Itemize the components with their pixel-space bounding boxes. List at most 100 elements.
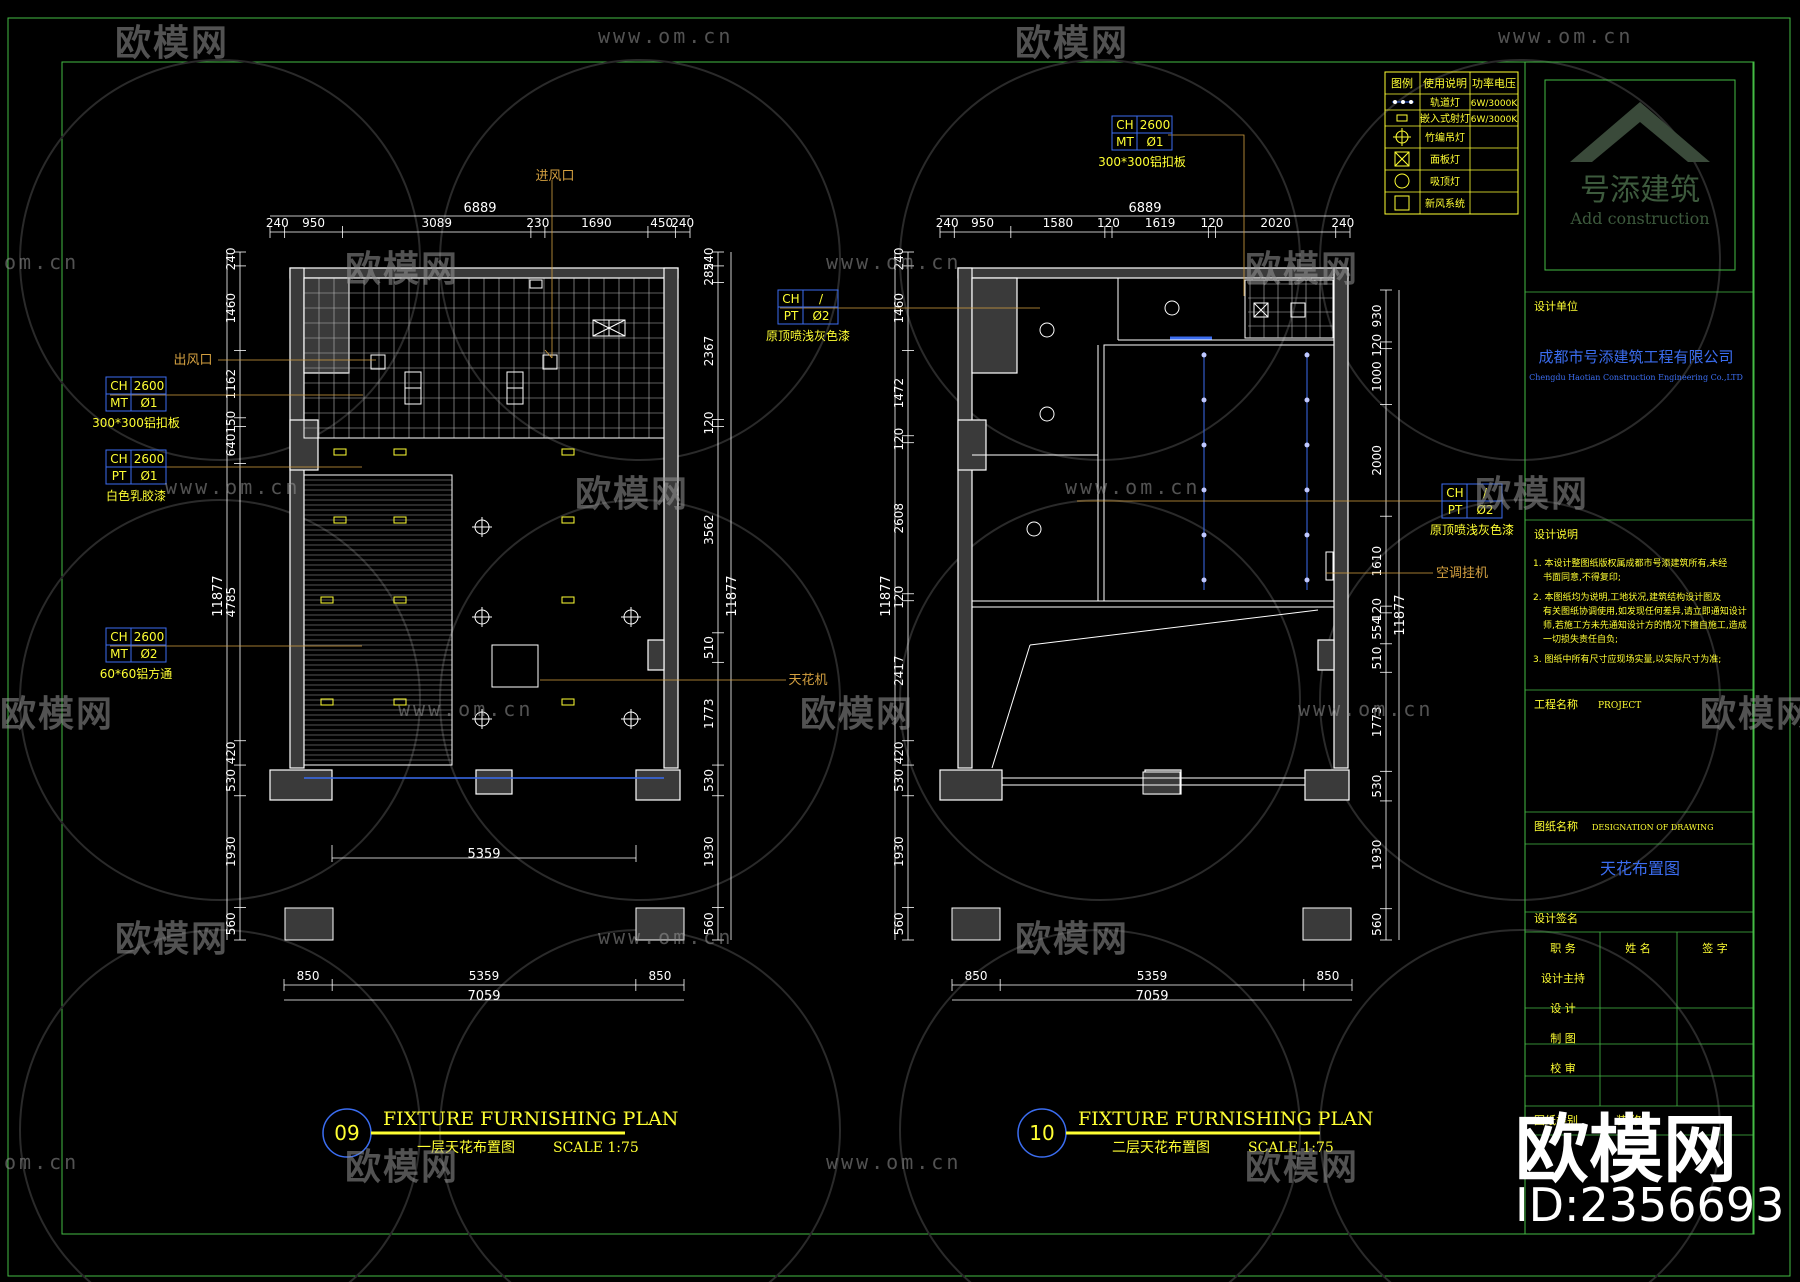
watermark-url: www.om.cn	[398, 697, 534, 721]
p1-bottom-dim-2: 850	[648, 969, 671, 983]
watermark-brand: 欧模网	[115, 919, 230, 960]
plan1-strip-ceiling	[304, 479, 452, 766]
recessed-spot-icon	[333, 448, 347, 456]
recessed-spot-icon	[393, 698, 407, 706]
p1-left-dim-7: 530	[224, 769, 238, 792]
p2-right-dim-10: 1930	[1370, 840, 1384, 871]
callout-material-value: Ø2	[140, 647, 157, 661]
plan2-leader-lines	[780, 134, 1500, 574]
callout-material: PT	[1448, 503, 1463, 517]
p1-top-dim-total: 6889	[463, 201, 496, 216]
sign-label: 设计签名	[1534, 911, 1578, 925]
plan-title-en: FIXTURE FURNISHING PLAN	[1078, 1108, 1373, 1130]
watermark-brand: 欧模网	[1475, 474, 1590, 515]
p1-bottom-total: 7059	[467, 989, 500, 1004]
p1-right-dim-5: 510	[702, 636, 716, 659]
sign-header-name: 姓 名	[1625, 941, 1651, 955]
p2-right-dim-0: 930	[1370, 305, 1384, 328]
callout-material-value: Ø1	[140, 469, 157, 483]
p2-left-dim-8: 530	[892, 769, 906, 792]
callout-note: 300*300铝扣板	[1098, 154, 1186, 169]
design-note-0: 1. 本设计整图纸版权属成都市号添建筑所有,未经书面同意,不得复印;	[1533, 557, 1727, 583]
p1-right-dim-total: 11877	[725, 575, 740, 616]
p2-bottom-dim-0: 850	[965, 969, 988, 983]
p2-right-dim-9: 530	[1370, 775, 1384, 798]
p1-left-dim-1: 1460	[224, 293, 238, 324]
recessed-spot-icon	[320, 698, 334, 706]
callout-ch-value: 2600	[1140, 118, 1171, 132]
callout-ch: CH	[110, 452, 127, 466]
p2-top-dim-6: 2020	[1260, 216, 1291, 230]
p1-top-dim-2: 3089	[421, 216, 452, 230]
legend-desc: 吸顶灯	[1430, 176, 1460, 188]
plan-scale: SCALE 1:75	[1248, 1140, 1334, 1156]
callout-ch-value: /	[1483, 486, 1488, 500]
sign-role-3: 校 审	[1550, 1061, 1576, 1075]
callout-material: PT	[112, 469, 127, 483]
p1-left-dim-9: 560	[224, 912, 238, 935]
callout-material: PT	[784, 309, 799, 323]
watermark-url: www.om.cn	[598, 24, 734, 48]
recessed-spot-icon	[320, 596, 334, 604]
panel-light-icon	[1394, 151, 1410, 167]
p2-right-dim-8: 1773	[1370, 707, 1384, 738]
watermark-url: www.om.cn	[1498, 24, 1634, 48]
callout-note: 原顶喷浅灰色漆	[1430, 523, 1514, 537]
design-notes-label: 设计说明	[1534, 527, 1578, 541]
plan-number: 09	[334, 1121, 359, 1145]
p2-left-dim-3: 120	[892, 428, 906, 451]
p1-right-dim-4: 3562	[702, 514, 716, 545]
p2-left-dim-2: 1472	[892, 378, 906, 409]
p1-right-dim-0: 240	[702, 247, 716, 270]
watermark-brand: 欧模网	[575, 474, 690, 515]
watermark-url: www.om.cn	[1298, 697, 1434, 721]
watermark-url: om.cn	[4, 1150, 80, 1174]
callout-material-value: Ø1	[140, 396, 157, 410]
watermark-brand: 欧模网	[1015, 919, 1130, 960]
p1-right-dim-3: 120	[702, 412, 716, 435]
watermark-circles	[19, 59, 1721, 1282]
sheet-outer-border	[7, 17, 1791, 1277]
p2-right-dim-5: 120	[1370, 598, 1384, 621]
plan1-fixtures	[370, 279, 626, 688]
p2-right-dim-2: 1000	[1370, 361, 1384, 392]
callout-ch: CH	[110, 630, 127, 644]
recessed-spot-icon	[393, 596, 407, 604]
p1-right-dim-9: 560	[702, 912, 716, 935]
drawing-label: 图纸名称	[1534, 819, 1578, 833]
legend-power: 6W/3000K	[1471, 99, 1519, 109]
legend-desc: 竹编吊灯	[1425, 131, 1465, 144]
p1-left-dim-8: 1930	[224, 836, 238, 867]
p1-left-dim-6: 420	[224, 741, 238, 764]
callout-material: MT	[110, 396, 128, 410]
callout-ch-value: /	[819, 292, 824, 306]
plan1-walls	[269, 267, 681, 801]
fresh-air-icon	[1394, 195, 1410, 211]
watermark-url: www.om.cn	[826, 1150, 962, 1174]
watermark-brand: 欧模网	[345, 249, 460, 290]
recessed-spot-icon	[561, 596, 575, 604]
legend-desc: 新风系统	[1425, 197, 1465, 210]
plan1-recessed-spots	[320, 448, 575, 706]
recessed-spot-icon	[393, 448, 407, 456]
sign-header-role: 职 务	[1550, 942, 1576, 955]
project-label: 工程名称	[1534, 697, 1578, 711]
callout-ch-value: 2600	[134, 630, 165, 644]
p2-top-dim-7: 240	[1331, 216, 1354, 230]
sheet-category-label: 图纸类别	[1534, 1113, 1578, 1127]
plan-title-cn: 二层天花布置图	[1112, 1140, 1210, 1156]
plan1-aluminium-grid	[303, 277, 665, 438]
callout-note: 原顶喷浅灰色漆	[766, 329, 850, 343]
callout-ch-value: 2600	[134, 452, 165, 466]
callout-note: 60*60铝方通	[100, 666, 173, 681]
watermark-url: www.om.cn	[598, 925, 734, 949]
plan-title-en: FIXTURE FURNISHING PLAN	[383, 1108, 678, 1130]
p1-left-dim-0: 240	[224, 247, 238, 270]
callout-note: 300*300铝扣板	[92, 415, 180, 430]
recessed-spot-icon	[561, 516, 575, 524]
design-note-1: 2. 本图纸均为说明,工地状况,建筑结构设计图及有关图纸协调使用,如发现任何差异…	[1533, 591, 1747, 645]
